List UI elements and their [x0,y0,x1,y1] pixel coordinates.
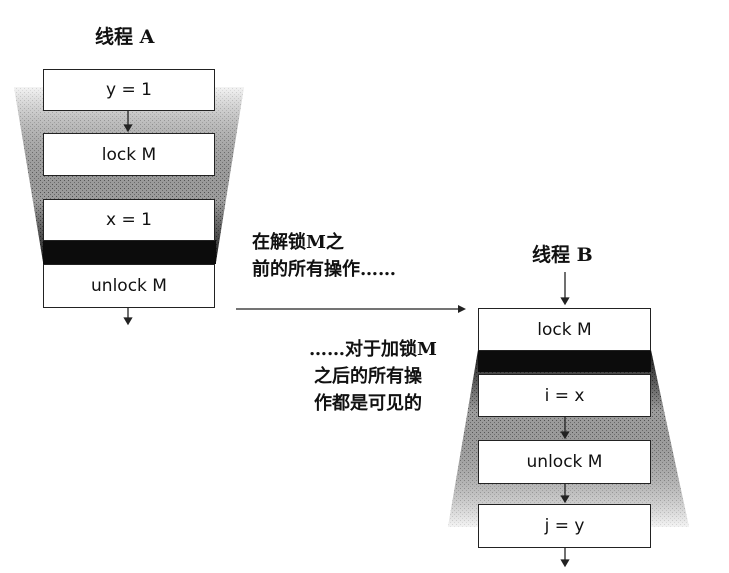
thread-a-op-lock: lock M [43,133,215,176]
annotation-before-line-2: 前的所有操作…… [252,259,396,280]
thread-a-op-write-y: y = 1 [43,69,215,111]
thread-b-op-unlock: unlock M [478,440,651,484]
annotation-after-line-3: 作都是可见的 [314,393,422,414]
thread-b-op-read-x: i = x [478,374,651,417]
happens-before-arrow [236,305,466,313]
annotation-before-unlock: 在解锁M之 前的所有操作…… [252,229,396,283]
annotation-before-line-1: 在解锁M之 [252,232,344,253]
thread-a-title: 线程 A [95,26,155,48]
annotation-after-line-2: 之后的所有操 [314,366,422,387]
annotation-after-lock: ……对于加锁M 之后的所有操 作都是可见的 [309,336,437,417]
thread-b-op-lock: lock M [478,308,651,351]
thread-b-title: 线程 B [532,244,593,266]
thread-a-op-write-x: x = 1 [43,199,215,241]
thread-b-op-read-y: j = y [478,504,651,548]
thread-b-connectors [560,272,570,568]
thread-a-op-unlock: unlock M [43,264,215,308]
annotation-after-line-1: ……对于加锁M [309,339,437,360]
thread-a-connectors [123,110,133,326]
